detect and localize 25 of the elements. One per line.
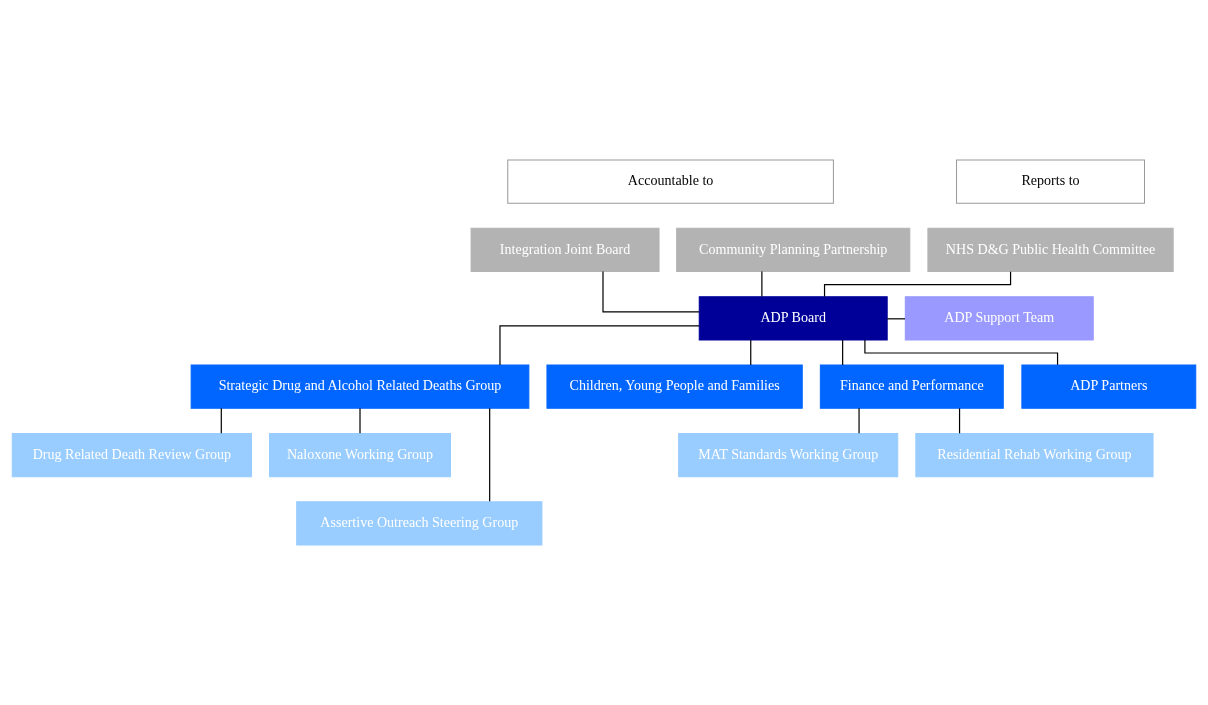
node-box: Children, Young People and Families bbox=[546, 364, 803, 409]
node-box: Drug Related Death Review Group bbox=[11, 432, 252, 478]
node-box: Strategic Drug and Alcohol Related Deaths Group bbox=[190, 364, 530, 409]
node-box: Reports to bbox=[956, 159, 1145, 204]
node-box: Naloxone Working Group bbox=[269, 432, 451, 478]
node-box: MAT Standards Working Group bbox=[678, 432, 899, 478]
node-box: ADP Board bbox=[698, 296, 888, 341]
connector bbox=[602, 271, 700, 313]
node-box: NHS D&G Public Health Committee bbox=[927, 227, 1174, 273]
connector bbox=[499, 325, 700, 366]
connector bbox=[842, 339, 844, 366]
connector bbox=[750, 339, 752, 366]
connector bbox=[489, 407, 491, 502]
connector bbox=[761, 271, 763, 298]
connector bbox=[864, 339, 1059, 366]
node-box: ADP Support Team bbox=[904, 296, 1094, 341]
node-box: Finance and Performance bbox=[819, 364, 1004, 409]
node-box: Integration Joint Board bbox=[470, 227, 660, 273]
connector bbox=[958, 407, 961, 434]
connector bbox=[220, 407, 222, 434]
node-box: Assertive Outreach Steering Group bbox=[296, 501, 543, 546]
node-box: Community Planning Partnership bbox=[676, 227, 911, 273]
node-box: Accountable to bbox=[507, 159, 834, 204]
node-box: Residential Rehab Working Group bbox=[915, 432, 1154, 478]
node-box: ADP Partners bbox=[1021, 364, 1197, 409]
